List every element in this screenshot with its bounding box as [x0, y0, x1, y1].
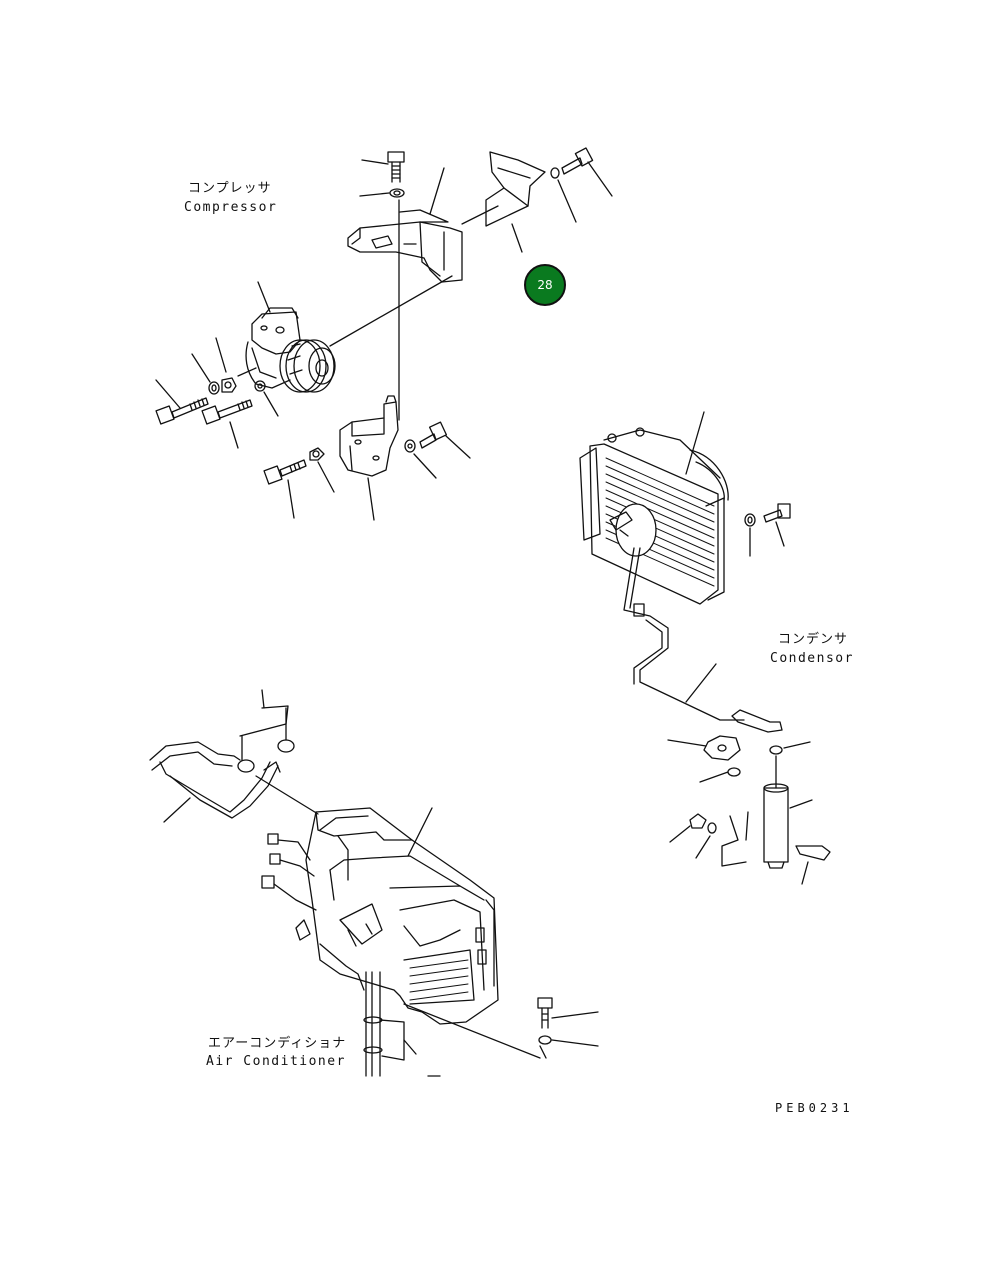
part-callout-28[interactable]: 28: [524, 264, 566, 306]
lower-nut: [309, 447, 325, 461]
aircon-label: Air Conditioner: [206, 1054, 346, 1069]
condensor-bolt: [763, 503, 791, 547]
condensor-group: [579, 411, 831, 885]
lower-bracket: [339, 395, 399, 521]
condensor-core: [589, 443, 719, 605]
top-bolt: [361, 151, 405, 183]
ac-unit-body: [305, 807, 499, 1025]
compressor-label: Compressor: [184, 200, 278, 215]
part-callout-number: 28: [537, 278, 553, 292]
receiver-drier: [763, 787, 789, 863]
condensor-pipe: [623, 547, 745, 721]
compressor-group: [155, 147, 613, 521]
long-bolt-2: [201, 399, 253, 449]
ac-bolt: [537, 997, 599, 1029]
compressor-label-jp: コンプレッサ: [188, 181, 272, 196]
side-washer: [550, 167, 560, 179]
reference-code: PEB0231: [775, 1101, 854, 1115]
aircon-label-jp: エアーコンディショナ: [208, 1036, 347, 1051]
upper-bracket: [347, 167, 463, 283]
long-bolt-1: [155, 379, 209, 425]
expansion-valve: [703, 735, 741, 761]
condensor-label-jp: コンデンサ: [778, 632, 849, 647]
condensor-label: Condensor: [770, 651, 854, 666]
top-washer: [389, 188, 405, 198]
side-bolt: [561, 147, 613, 197]
side-plate: [461, 151, 546, 253]
compressor-body: [245, 275, 453, 393]
lower-left-bolt: [263, 459, 307, 519]
air-conditioner-group: [149, 689, 599, 1077]
lower-right-bolt: [419, 421, 471, 459]
ac-hose: [149, 741, 241, 761]
